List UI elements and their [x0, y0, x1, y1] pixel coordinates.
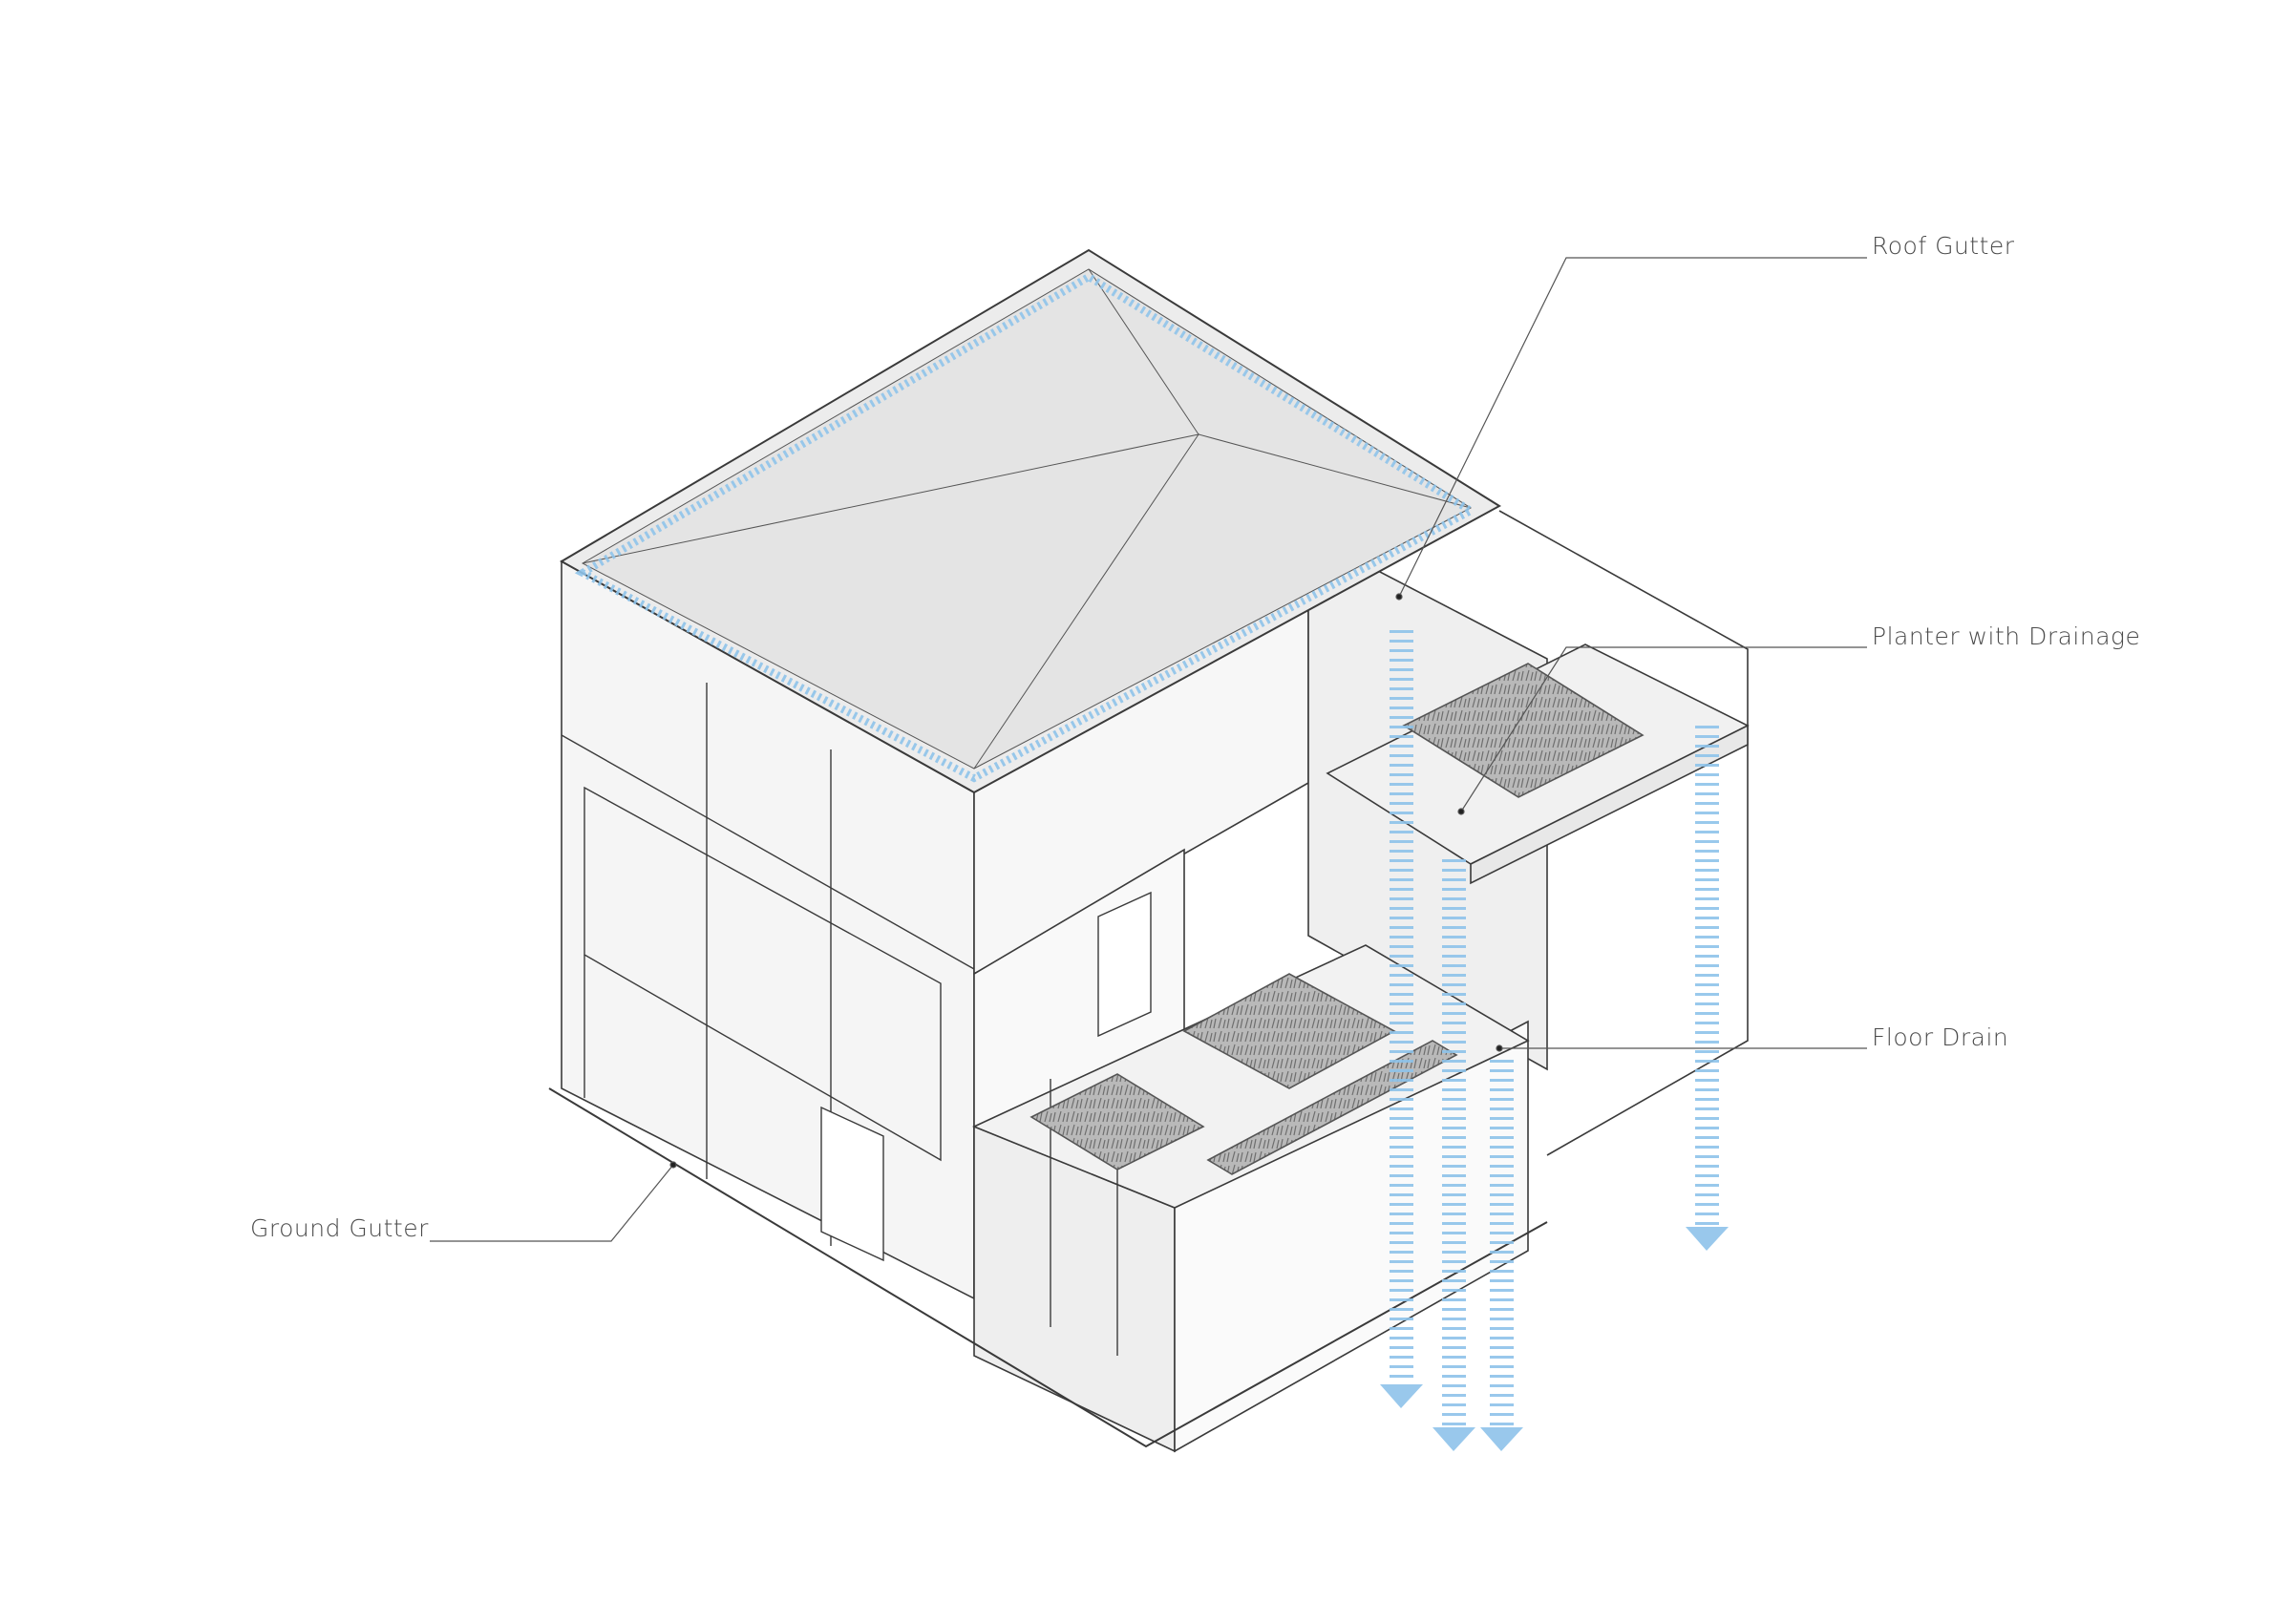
floor-drain-label: Floor Drain: [1872, 1023, 2009, 1051]
downpipe-planter: [1442, 859, 1466, 1432]
downpipe-roof: [1390, 630, 1413, 1389]
doors: [820, 891, 1152, 1262]
leader-planter: [1460, 646, 1867, 812]
terrace-door: [1097, 891, 1152, 1038]
leader-lines: [430, 257, 1867, 1242]
downpipe-rear: [1695, 726, 1719, 1232]
planter-terrace-2: [1029, 1073, 1205, 1171]
ground-gutter-label: Ground Gutter: [250, 1214, 429, 1242]
leader-roof-gutter: [1398, 257, 1867, 598]
roof-gutter-flow: [574, 272, 1479, 783]
building: [548, 248, 1750, 1453]
entrance-door: [820, 1106, 884, 1262]
rainwater-flow: [574, 272, 1729, 1451]
roof-gutter-label: Roof Gutter: [1872, 232, 2015, 260]
leader-ground-gutter: [430, 1164, 674, 1242]
downpipe-floor-drain: [1490, 1060, 1514, 1432]
planter-upper: [1402, 663, 1645, 798]
planter-label: Planter with Drainage: [1872, 622, 2141, 650]
